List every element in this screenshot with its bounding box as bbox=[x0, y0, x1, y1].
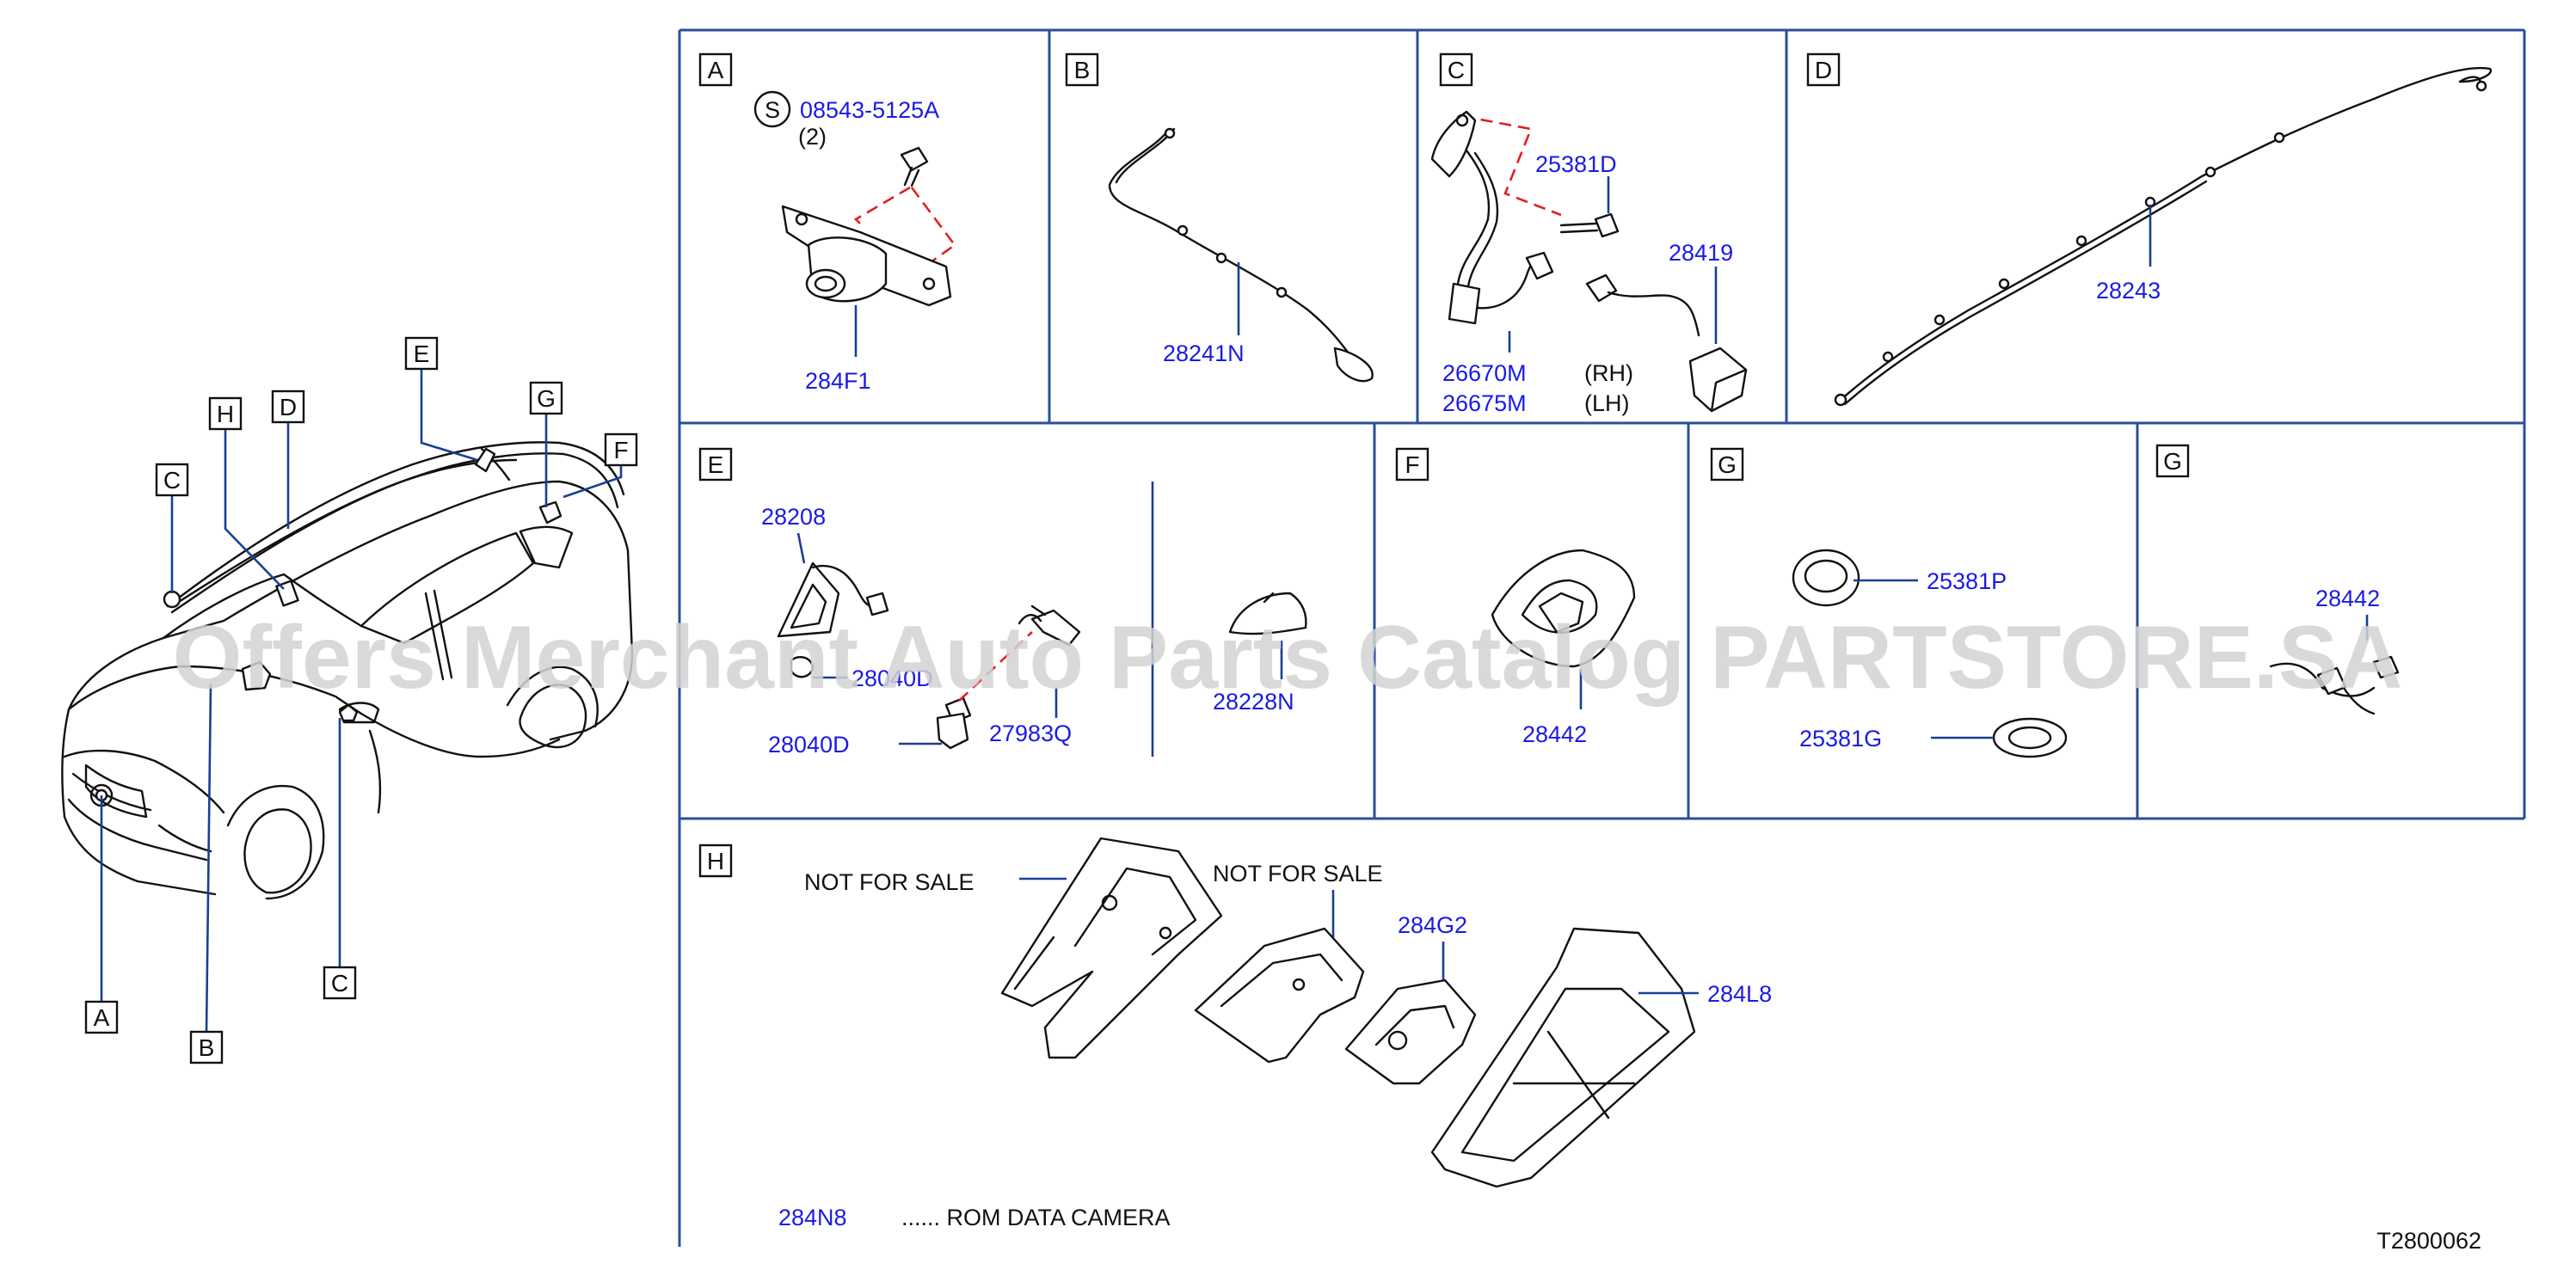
svg-text:NOT FOR SALE: NOT FOR SALE bbox=[804, 869, 974, 895]
svg-text:28208: 28208 bbox=[761, 504, 826, 530]
svg-text:28243: 28243 bbox=[2096, 278, 2161, 304]
svg-text:26670M: 26670M bbox=[1442, 360, 1527, 386]
svg-text:08543-5125A: 08543-5125A bbox=[800, 97, 939, 123]
panel-label-a: A bbox=[698, 52, 733, 87]
svg-text:G: G bbox=[1718, 451, 1737, 478]
panel-e-content: 28208 28040D 28040D 27983Q 28228N bbox=[761, 482, 1307, 758]
panel-label-d: D bbox=[1806, 52, 1841, 87]
panel-c-content: 25381D 28419 26670M (RH) 26675M (LH) bbox=[1430, 110, 1748, 416]
svg-text:28228N: 28228N bbox=[1213, 689, 1294, 715]
svg-text:25381D: 25381D bbox=[1535, 151, 1617, 177]
svg-text:284L8: 284L8 bbox=[1707, 981, 1772, 1007]
panel-label-g1: G bbox=[1710, 447, 1744, 482]
callout-a: A bbox=[94, 1004, 110, 1031]
panel-label-g2: G bbox=[2155, 444, 2190, 478]
svg-text:28419: 28419 bbox=[1669, 240, 1733, 266]
diagram-code: T2800062 bbox=[2376, 1228, 2481, 1254]
callout-c-top: C bbox=[163, 467, 181, 494]
svg-text:G: G bbox=[2163, 448, 2182, 475]
panel-b-content: 28241N bbox=[1108, 127, 1374, 383]
callout-h: H bbox=[217, 401, 234, 427]
callout-d: D bbox=[280, 394, 297, 420]
callout-e: E bbox=[414, 340, 430, 367]
svg-text:(2): (2) bbox=[798, 124, 827, 150]
svg-text:E: E bbox=[708, 451, 724, 478]
panel-a-content: S 08543-5125A (2) 284F1 bbox=[753, 90, 956, 394]
svg-text:284F1: 284F1 bbox=[805, 368, 871, 394]
svg-text:284N8: 284N8 bbox=[778, 1205, 847, 1230]
panel-label-e: E bbox=[698, 447, 733, 482]
svg-text:C: C bbox=[1448, 57, 1465, 83]
svg-text:...... ROM DATA CAMERA: ...... ROM DATA CAMERA bbox=[901, 1205, 1171, 1230]
svg-text:S: S bbox=[765, 97, 780, 123]
callout-b: B bbox=[199, 1034, 215, 1061]
panel-label-c: C bbox=[1439, 52, 1473, 87]
panel-g2-content: 28442 bbox=[2269, 586, 2400, 715]
svg-text:NOT FOR SALE: NOT FOR SALE bbox=[1213, 861, 1383, 886]
svg-text:B: B bbox=[1074, 57, 1091, 83]
svg-text:A: A bbox=[708, 57, 724, 83]
panel-label-b: B bbox=[1065, 52, 1099, 87]
svg-text:28442: 28442 bbox=[1522, 721, 1587, 747]
callout-f: F bbox=[613, 437, 628, 463]
vehicle-outline bbox=[61, 441, 634, 900]
svg-text:(RH): (RH) bbox=[1584, 360, 1633, 386]
panel-g1-content: 25381P 25381G bbox=[1792, 549, 2068, 758]
panel-h-content: NOT FOR SALE NOT FOR SALE 284G2 284L8 28… bbox=[778, 837, 1772, 1230]
svg-text:28241N: 28241N bbox=[1163, 340, 1245, 366]
svg-text:F: F bbox=[1405, 451, 1419, 478]
svg-text:25381P: 25381P bbox=[1927, 568, 2007, 594]
vehicle-callouts: A B C C D E F G H bbox=[84, 336, 638, 1064]
svg-text:25381G: 25381G bbox=[1799, 726, 1882, 751]
panel-label-f: F bbox=[1395, 447, 1429, 482]
svg-text:27983Q: 27983Q bbox=[989, 721, 1072, 746]
svg-text:26675M: 26675M bbox=[1442, 390, 1527, 416]
svg-text:H: H bbox=[707, 848, 724, 874]
svg-text:D: D bbox=[1815, 57, 1832, 83]
service-symbol-icon bbox=[753, 90, 791, 128]
callout-g: G bbox=[537, 385, 556, 412]
panel-grid bbox=[678, 28, 2526, 1247]
panel-label-h: H bbox=[698, 844, 733, 878]
svg-text:(LH): (LH) bbox=[1584, 390, 1630, 416]
watermark: Offers Merchant Auto Parts Catalog PARTS… bbox=[173, 608, 2403, 708]
callout-c-bottom: C bbox=[331, 970, 348, 997]
panel-f-content: 28442 bbox=[1491, 549, 1636, 747]
svg-text:284G2: 284G2 bbox=[1398, 912, 1467, 938]
svg-text:28040D: 28040D bbox=[768, 732, 850, 758]
svg-text:28442: 28442 bbox=[2315, 586, 2380, 611]
svg-text:28040D: 28040D bbox=[851, 666, 933, 691]
panel-d-content: 28243 bbox=[1834, 66, 2493, 407]
